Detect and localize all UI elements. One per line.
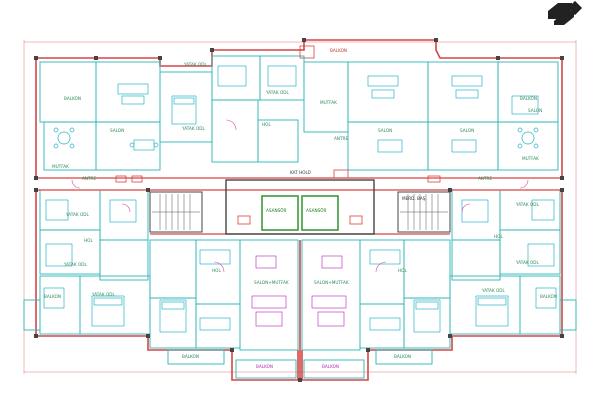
room-label: BALKON [394, 354, 411, 359]
room-label: YATAK ODL [91, 292, 115, 297]
room-labels: BALKON BALKON BALKON SALON SALON SALON S… [44, 48, 557, 369]
room-label: SALON [378, 128, 392, 133]
furniture [43, 65, 557, 333]
room-label: KAT HOLÜ [290, 170, 311, 175]
room-label: MUTFAK [52, 164, 69, 169]
room-label: BALKON [540, 294, 557, 299]
room-label: HOL [212, 268, 221, 273]
outer-walls [35, 39, 563, 381]
room-label: SALON+MUTFAK [314, 280, 349, 285]
room-label: ANTRE [478, 176, 492, 181]
room-label: SALON [110, 128, 124, 133]
room-label: SALON [528, 108, 542, 113]
room-label: HOL [398, 268, 407, 273]
room-label: SALON [460, 128, 474, 133]
room-label: BALKON [64, 96, 81, 101]
room-label: BALKON [520, 96, 537, 101]
room-label: ASANSÖR [306, 208, 327, 213]
room-label: YATAK ODL [63, 262, 87, 267]
room-label: BALKON [330, 48, 347, 53]
room-label: BALKON [256, 364, 273, 369]
elevator-shafts [261, 195, 339, 231]
room-label: HOL [262, 122, 271, 127]
room-label: BALKON [182, 354, 199, 359]
architect-logo-icon [548, 0, 583, 25]
core-walls [225, 179, 375, 235]
room-label: MERD. BAŞ. [402, 196, 427, 201]
room-label: YATAK ODL [183, 62, 207, 67]
room-label: YATAK ODL [65, 212, 89, 217]
room-label: YATAK ODL [515, 202, 539, 207]
salon-furniture-magenta [251, 255, 347, 327]
room-label: BALKON [322, 364, 339, 369]
door-swings [71, 119, 529, 273]
room-label: YATAK ODL [481, 288, 505, 293]
stair-core [149, 191, 451, 233]
inner-walls [23, 55, 577, 379]
room-label: BALKON [44, 294, 61, 299]
room-label: YATAK ODL [265, 90, 289, 95]
room-label: MUTFAK [522, 156, 539, 161]
room-label: HOL [84, 238, 93, 243]
room-label: ANTRE [82, 176, 96, 181]
room-label: HOL [494, 234, 503, 239]
room-label: YATAK ODL [181, 126, 205, 131]
dimension-tags [115, 45, 441, 225]
room-label: YATAK ODL [515, 260, 539, 265]
structural-columns [34, 38, 564, 382]
room-label: SALON+MUTFAK [254, 280, 289, 285]
corridor [36, 177, 562, 235]
room-label: ANTRE [334, 136, 348, 141]
room-label: MUTFAK [320, 100, 337, 105]
room-label: ASANSÖR [266, 208, 287, 213]
